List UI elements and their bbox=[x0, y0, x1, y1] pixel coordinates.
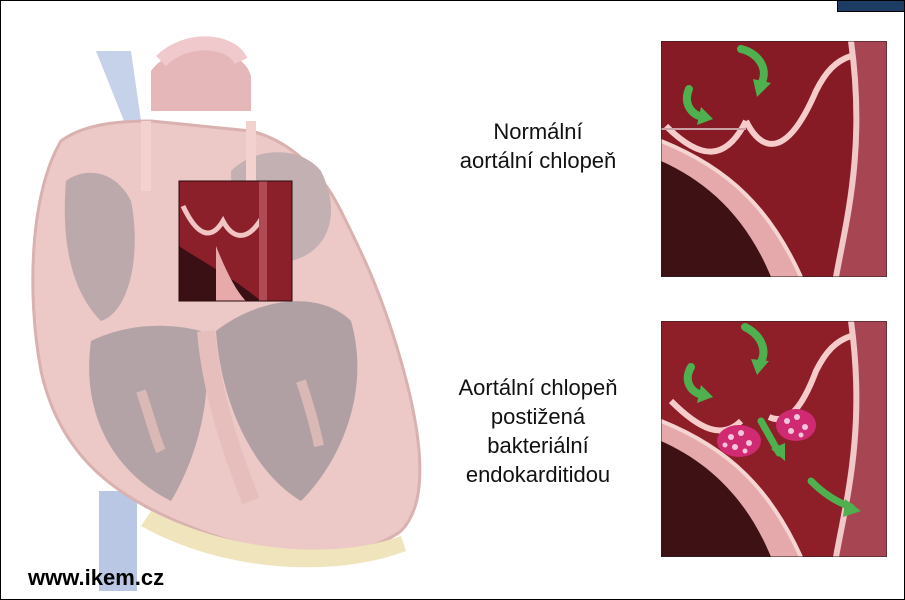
label-normal-line-2: aortální chlopeň bbox=[429, 146, 647, 175]
source-url: www.ikem.cz bbox=[28, 565, 164, 591]
label-infected-line-4: endokarditidou bbox=[419, 460, 657, 489]
label-normal-line-1: Normální bbox=[429, 117, 647, 146]
corner-logo bbox=[837, 0, 905, 12]
heart-cross-section bbox=[1, 31, 441, 591]
normal-valve-panel bbox=[661, 41, 887, 277]
vegetation-icon bbox=[717, 425, 761, 457]
label-infected-line-3: bakteriální bbox=[419, 431, 657, 460]
infected-valve-panel bbox=[661, 321, 887, 557]
label-infected-line-1: Aortální chlopeň bbox=[419, 373, 657, 402]
vena-cava bbox=[96, 51, 141, 126]
valve-inset bbox=[179, 181, 292, 301]
label-infected-line-2: postižená bbox=[419, 402, 657, 431]
vegetation-icon bbox=[776, 409, 816, 441]
